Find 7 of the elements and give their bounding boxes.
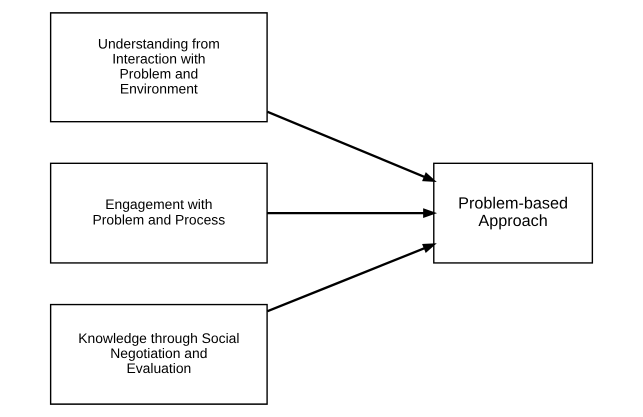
node-box: Understanding from Interaction with Problem and Environment [50, 12, 268, 122]
node-box: Knowledge through Social Negotiation and Evaluation [50, 304, 268, 405]
node-box: Problem-based Approach [433, 162, 594, 264]
arrow [267, 243, 437, 312]
arrow [267, 110, 437, 182]
arrow [268, 208, 438, 218]
node-box: Engagement with Problem and Process [50, 162, 268, 264]
